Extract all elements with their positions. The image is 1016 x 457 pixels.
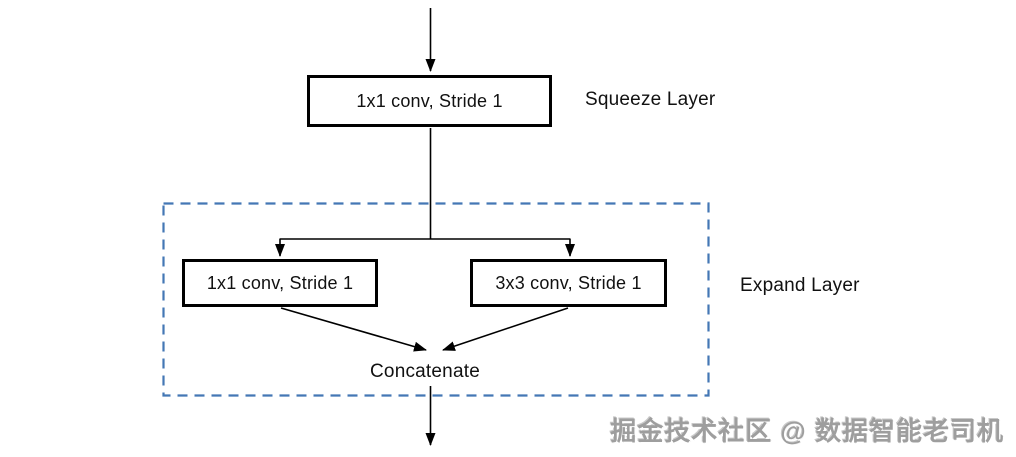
squeeze-layer-label: Squeeze Layer <box>585 89 716 110</box>
squeeze-conv-box: 1x1 conv, Stride 1 <box>307 75 552 127</box>
expand-1x1-conv-box: 1x1 conv, Stride 1 <box>182 259 378 307</box>
squeeze-conv-label: 1x1 conv, Stride 1 <box>356 90 503 111</box>
left-merge-arrow-icon <box>280 307 427 352</box>
expand-3x3-conv-label: 3x3 conv, Stride 1 <box>495 272 642 293</box>
watermark: 掘金技术社区 @ 数据智能老司机 <box>610 416 1004 446</box>
right-merge-arrow-icon <box>442 307 569 351</box>
expand-1x1-conv-label: 1x1 conv, Stride 1 <box>206 272 354 293</box>
expand-3x3-conv-box: 3x3 conv, Stride 1 <box>470 259 667 307</box>
concatenate-label: Concatenate <box>370 361 480 382</box>
expand-layer-label: Expand Layer <box>740 275 860 296</box>
